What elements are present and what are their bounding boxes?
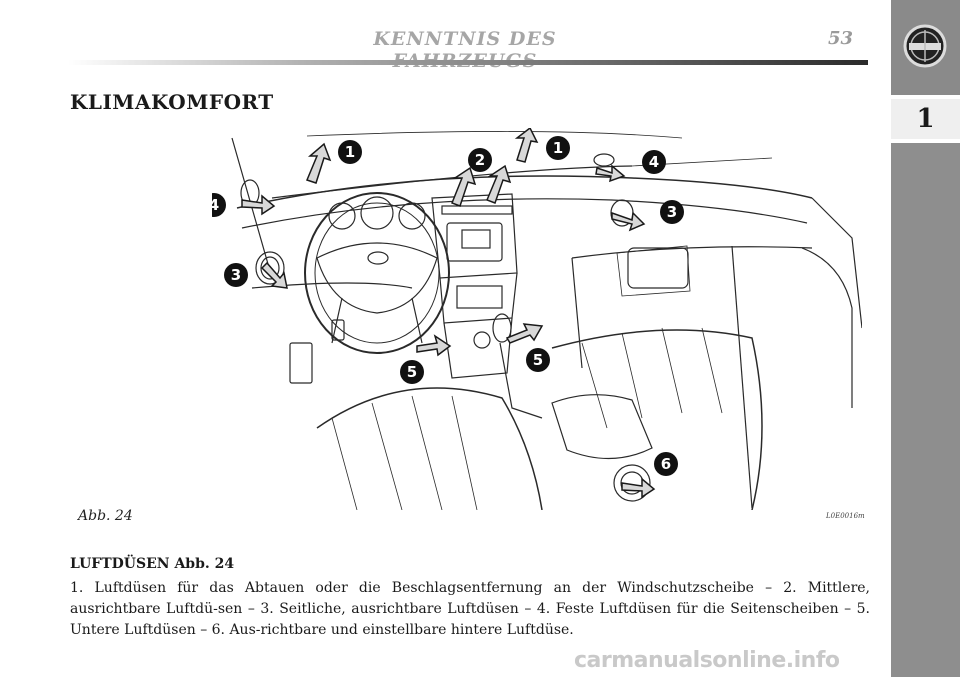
running-header-title: KENNTNIS DES FAHRZEUGS — [373, 28, 557, 72]
lancia-shield-logo-icon — [903, 24, 947, 68]
callout-2: 2 — [475, 151, 485, 169]
page-number: 53 — [828, 28, 854, 49]
callout-3-left: 3 — [231, 266, 241, 284]
callout-1-left: 1 — [345, 143, 355, 161]
callout-4-right: 4 — [649, 153, 659, 171]
sidebar-logo-box — [891, 0, 960, 99]
subheading: LUFTDÜSEN Abb. 24 — [70, 556, 235, 572]
header-rule — [68, 60, 868, 65]
callout-5-right: 5 — [533, 351, 543, 369]
callout-6: 6 — [661, 455, 671, 473]
figure-caption: Abb. 24 — [78, 508, 133, 524]
watermark: carmanualsonline.info — [574, 648, 840, 673]
section-title: KLIMAKOMFORT — [70, 90, 274, 114]
body-paragraph: 1. Luftdüsen für das Abtauen oder die Be… — [70, 580, 870, 638]
chapter-sidebar: 1 — [891, 0, 960, 677]
callout-3-right: 3 — [667, 203, 677, 221]
chapter-tab[interactable]: 1 — [891, 99, 960, 143]
callout-1-right: 1 — [553, 139, 563, 157]
figure-code: L0E0016m — [826, 512, 865, 520]
callout-5-left: 5 — [407, 363, 417, 381]
callout-4-left: 4 — [212, 196, 219, 214]
dashboard-vents-illustration: 1 1 2 3 3 4 4 5 5 6 — [212, 128, 862, 510]
